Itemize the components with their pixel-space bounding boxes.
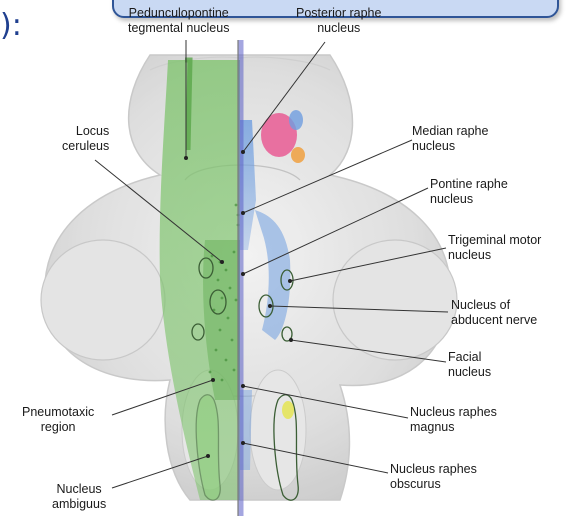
label-raphes-obscurus: Nucleus raphesobscurus — [390, 462, 477, 492]
label-trigeminal-motor: Trigeminal motornucleus — [448, 233, 541, 263]
label-locus-ceruleus: Locusceruleus — [62, 124, 109, 154]
label-abducent: Nucleus ofabducent nerve — [451, 298, 537, 328]
label-raphes-magnus: Nucleus raphesmagnus — [410, 405, 497, 435]
label-pneumotaxic: Pneumotaxicregion — [22, 405, 94, 435]
label-pontine-raphe: Pontine raphenucleus — [430, 177, 508, 207]
label-facial: Facialnucleus — [448, 350, 491, 380]
label-posterior-raphe: Posterior raphenucleus — [296, 6, 381, 36]
label-median-raphe: Median raphenucleus — [412, 124, 488, 154]
label-ambiguus: Nucleusambiguus — [52, 482, 106, 512]
label-pedunculopontine: Pedunculopontinetegmental nucleus — [128, 6, 229, 36]
